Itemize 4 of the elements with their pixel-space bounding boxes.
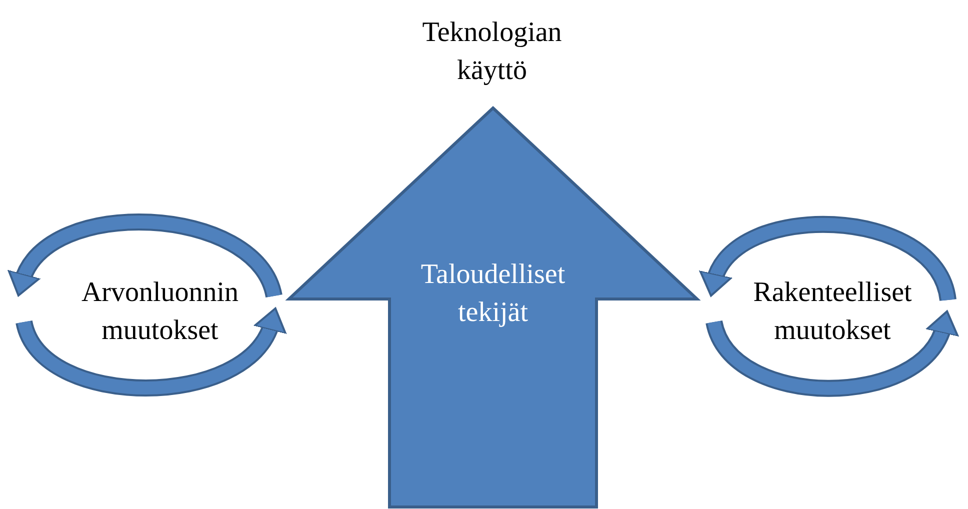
- node-text: Rakenteelliset muutokset: [752, 276, 913, 348]
- node-text: Taloudelliset tekijät: [420, 258, 566, 330]
- node-text: Arvonluonnin muutokset: [80, 276, 240, 348]
- node-text: Teknologian käyttö: [421, 16, 563, 88]
